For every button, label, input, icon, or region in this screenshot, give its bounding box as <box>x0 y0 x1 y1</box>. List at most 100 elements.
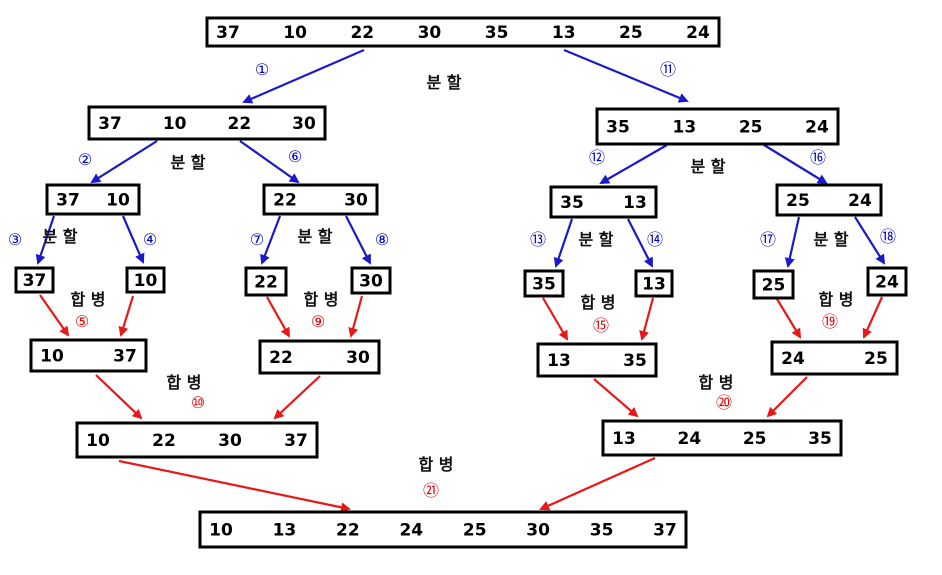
split-arrow <box>599 144 668 184</box>
split-arrow <box>35 215 56 265</box>
step-number-merge: ⑩ <box>191 393 205 412</box>
split-arrow <box>563 48 689 103</box>
array-value: 30 <box>359 272 383 292</box>
merge-arrow <box>348 295 364 338</box>
array-box: 25 <box>752 269 795 300</box>
array-value: 22 <box>273 191 297 211</box>
array-value: 10 <box>40 347 64 367</box>
step-number-merge: ⑲ <box>822 312 838 331</box>
array-box: 37 <box>14 266 55 294</box>
array-box: 22 <box>244 266 288 297</box>
array-box: 24 25 <box>770 340 899 376</box>
step-number-split: ① <box>255 60 269 79</box>
step-number-split: ⑭ <box>647 230 663 249</box>
array-value: 22 <box>254 273 278 293</box>
array-value: 37 <box>216 23 240 43</box>
split-label: 분 할 <box>813 230 848 249</box>
array-value: 10 <box>163 114 187 134</box>
array-value: 24 <box>805 118 829 138</box>
split-arrow <box>239 140 300 184</box>
array-value: 25 <box>864 349 888 369</box>
step-number-merge: ㉑ <box>423 481 439 500</box>
array-box-border <box>87 105 327 141</box>
merge-label: 합 병 <box>418 455 453 474</box>
array-value: 10 <box>134 271 158 291</box>
split-label: 분 할 <box>690 157 725 176</box>
array-value: 25 <box>743 429 767 449</box>
array-box-border <box>262 183 379 216</box>
array-box-border <box>866 266 908 297</box>
merge-arrow <box>766 376 808 418</box>
array-box: 24 <box>866 266 908 297</box>
array-value: 35 <box>532 275 556 295</box>
array-value: 22 <box>336 521 360 541</box>
step-number-merge: ⑮ <box>593 316 609 335</box>
array-value: 10 <box>106 191 130 211</box>
split-arrow <box>260 215 282 265</box>
array-box-border <box>549 185 658 219</box>
merge-arrow <box>539 456 656 511</box>
merge-label: 합 병 <box>166 373 201 392</box>
merge-arrow <box>273 375 321 420</box>
merge-arrow <box>39 294 70 337</box>
split-arrow <box>90 140 158 184</box>
array-value: 13 <box>552 23 576 43</box>
merge-label: 합 병 <box>698 373 733 392</box>
step-number-merge: ⑤ <box>75 312 89 331</box>
array-value: 35 <box>623 351 647 371</box>
array-value: 13 <box>612 429 636 449</box>
array-value: 30 <box>292 114 316 134</box>
merge-arrow <box>266 296 290 338</box>
array-box-border <box>770 340 899 376</box>
array-box-border <box>350 266 392 295</box>
split-label: 분 할 <box>426 73 461 92</box>
step-number-split: ⑪ <box>660 60 676 79</box>
array-box-border <box>198 510 688 549</box>
array-box-border <box>205 16 721 48</box>
array-value: 25 <box>463 521 487 541</box>
array-box-border <box>752 269 795 300</box>
step-number-split: ⑱ <box>880 227 896 246</box>
array-value: 35 <box>485 23 509 43</box>
step-number-split: ⑥ <box>288 147 302 166</box>
step-number-split: ② <box>78 150 92 169</box>
array-box-border <box>601 419 843 457</box>
step-number-split: ⑦ <box>250 230 264 249</box>
array-value: 22 <box>152 431 176 451</box>
array-value: 13 <box>672 118 696 138</box>
array-box-border <box>14 266 55 294</box>
array-value: 25 <box>739 118 763 138</box>
array-value: 37 <box>653 521 677 541</box>
array-box: 22 30 <box>262 183 379 216</box>
split-label: 분 할 <box>170 153 205 172</box>
step-number-split: ⑬ <box>530 230 546 249</box>
split-arrow <box>627 218 653 268</box>
merge-arrow <box>776 298 802 339</box>
merge-label: 합 병 <box>818 290 853 309</box>
merge-arrow <box>542 297 569 341</box>
split-arrow <box>242 48 365 104</box>
merge-arrow <box>95 374 143 420</box>
array-value: 30 <box>344 191 368 211</box>
array-value: 24 <box>781 349 805 369</box>
merge-arrow <box>118 295 135 337</box>
merge-arrow <box>639 297 655 341</box>
split-arrow <box>121 215 145 264</box>
merge-label: 합 병 <box>303 290 338 309</box>
array-box: 13 <box>634 269 674 298</box>
array-value: 25 <box>762 276 786 296</box>
array-box-border <box>29 338 148 373</box>
